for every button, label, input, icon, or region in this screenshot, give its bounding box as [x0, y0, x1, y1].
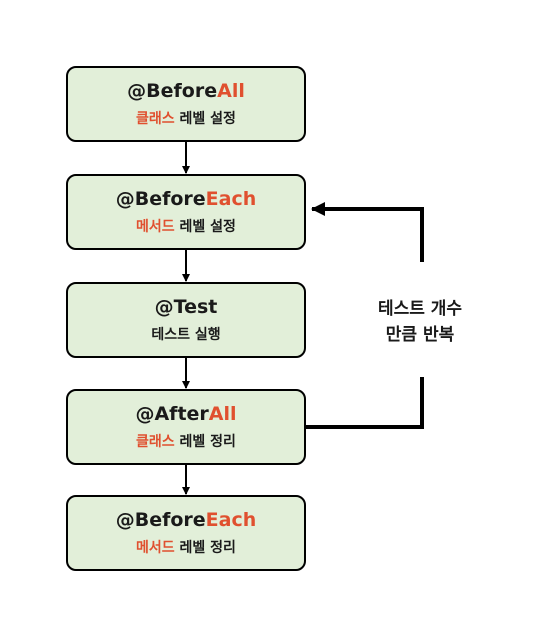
before-each-desc: 메서드 레벨 설정 — [136, 219, 236, 235]
before-each-cleanup-title: @BeforeEach — [115, 509, 257, 531]
loop-label: 테스트 개수 만큼 반복 — [352, 296, 488, 348]
loop-label-line1: 테스트 개수 — [377, 299, 463, 319]
test-desc: 테스트 실행 — [151, 327, 221, 343]
after-all-title: @AfterAll — [135, 403, 237, 425]
before-each-box: @BeforeEach 메서드 레벨 설정 — [66, 174, 306, 250]
before-each-cleanup-box: @BeforeEach 메서드 레벨 정리 — [66, 495, 306, 571]
before-each-cleanup-desc: 메서드 레벨 정리 — [136, 540, 236, 556]
loop-arrow-top — [311, 202, 424, 262]
loop-label-line2: 만큼 반복 — [385, 325, 455, 345]
loop-arrow-bottom — [306, 377, 424, 429]
before-each-title: @BeforeEach — [115, 188, 257, 210]
before-all-title: @BeforeAll — [127, 80, 245, 102]
test-title: @Test — [154, 296, 218, 318]
after-all-desc: 클래스 레벨 정리 — [136, 434, 236, 450]
test-box: @Test 테스트 실행 — [66, 282, 306, 358]
before-all-desc: 클래스 레벨 설정 — [136, 111, 236, 127]
before-all-box: @BeforeAll 클래스 레벨 설정 — [66, 66, 306, 142]
after-all-box: @AfterAll 클래스 레벨 정리 — [66, 389, 306, 465]
